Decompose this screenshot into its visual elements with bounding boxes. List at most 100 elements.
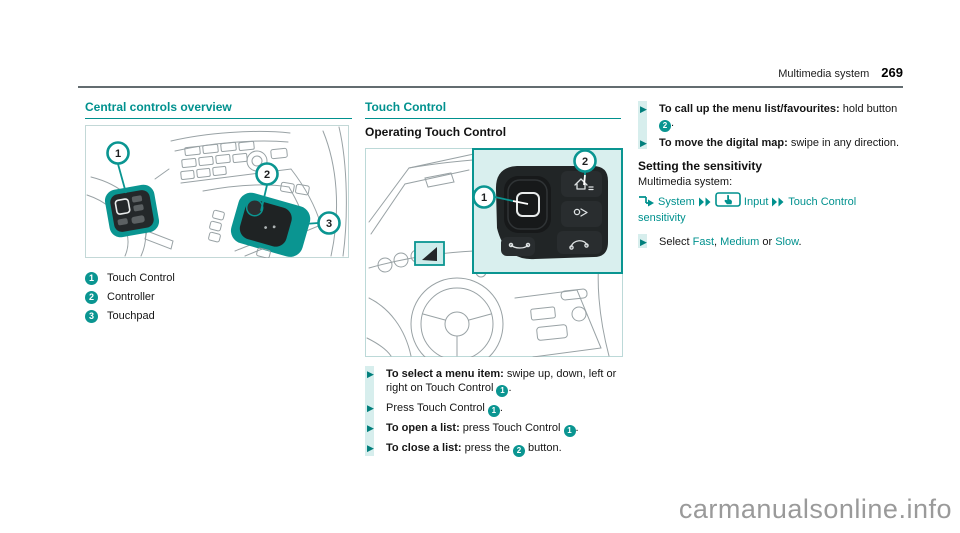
- text-run: swipe in any direction.: [787, 137, 900, 149]
- central-controls-figure: 1 2 3: [85, 125, 349, 258]
- figure-callouts: 1 2: [472, 149, 597, 209]
- touch-control-inset: [472, 148, 623, 274]
- heading-touch-control: Touch Control: [365, 100, 621, 119]
- text-run: To select a menu item:: [386, 368, 504, 380]
- ref-circle: 1: [496, 385, 509, 397]
- callout-number-1: 1: [481, 192, 487, 204]
- text-run: System: [655, 196, 698, 208]
- ref-circle: 2: [512, 445, 525, 457]
- bullet-arrow-icon: ▶: [367, 369, 374, 379]
- bullet-arrow-icon: ▶: [367, 443, 374, 453]
- text-run: Fast: [692, 236, 715, 248]
- header-rule: [78, 86, 903, 88]
- bullet-text: To move the digital map: swipe in any di…: [659, 137, 899, 149]
- list-item: ▶ To select a menu item: swipe up, down, …: [365, 367, 621, 397]
- column-left: Central controls overview: [85, 100, 352, 328]
- text-run: Select: [659, 236, 693, 248]
- text-run: press the: [461, 442, 513, 454]
- touch-control-figure: 1 2: [365, 148, 623, 357]
- console-buttons-sketch: [208, 181, 310, 258]
- callout-number-2: 2: [264, 169, 270, 181]
- text-run: To open a list:: [386, 422, 460, 434]
- ref-circle: 2: [659, 120, 671, 132]
- text-run: .: [671, 117, 675, 129]
- text-run: hold button: [839, 103, 898, 115]
- heading-central-controls: Central controls overview: [85, 100, 352, 119]
- text-run: To call up the menu list/favourites:: [659, 103, 840, 115]
- bullet-arrow-icon: ▶: [640, 138, 647, 148]
- list-item: ▶ To call up the menu list/favourites: ho…: [638, 102, 905, 132]
- menu-path-arrow-icon: [638, 195, 655, 207]
- text-run: .: [499, 402, 503, 414]
- text-run: or: [759, 236, 776, 248]
- callout-number-1: 1: [115, 148, 121, 160]
- text-run: Slow: [775, 236, 799, 248]
- text-run: To close a list:: [386, 442, 462, 454]
- ref-circle: 2: [85, 290, 98, 304]
- page-number: 269: [881, 65, 903, 80]
- legend-label: Controller: [107, 291, 155, 303]
- ref-circle: 3: [85, 309, 98, 323]
- callout-circle-1: [472, 185, 496, 209]
- callout-circle-2: [255, 162, 279, 186]
- ref-circle: 1: [563, 425, 576, 437]
- system-intro: Multimedia system:: [638, 176, 733, 188]
- callout-number-3: 3: [326, 218, 332, 230]
- bullet-text: Press Touch Control 1.: [386, 402, 503, 417]
- text-run: ,: [714, 236, 721, 248]
- text-run: .: [798, 236, 802, 248]
- callout-circle-3: [317, 211, 341, 235]
- list-item: ▶Press Touch Control 1.: [365, 401, 621, 417]
- instruction-list: ▶ To call up the menu list/favourites: ho…: [638, 101, 905, 150]
- text-run: Input: [740, 196, 772, 208]
- figure-callouts: 1 2 3: [106, 141, 341, 235]
- double-chevron-icon: [771, 197, 785, 207]
- instruction-list: ▶ To select a menu item: swipe up, down, …: [365, 366, 621, 457]
- legend-item: 3 Touchpad: [85, 309, 352, 323]
- phone-end-icon: [508, 242, 531, 249]
- list-item: ▶ To move the digital map: swipe in any d…: [638, 136, 905, 150]
- text-run: button.: [524, 442, 562, 454]
- text-run: Press Touch Control: [386, 402, 488, 414]
- column-right: ▶ To call up the menu list/favourites: ho…: [638, 100, 905, 249]
- watermark-text: carmanualsonline.info: [678, 494, 952, 524]
- bullet-text: To call up the menu list/favourites: hol…: [659, 103, 898, 132]
- instruction-list: ▶ Select Fast, Medium or Slow.: [638, 234, 905, 249]
- text-run: Medium: [720, 236, 760, 248]
- ref-circle: 1: [487, 405, 500, 417]
- legend-label: Touchpad: [107, 310, 155, 322]
- bullet-arrow-icon: ▶: [640, 237, 647, 247]
- legend-item: 2 Controller: [85, 290, 352, 304]
- ref-circle: 1: [85, 271, 98, 285]
- touch-input-icon: [715, 192, 741, 207]
- bullet-text: To select a menu item: swipe up, down, l…: [386, 368, 617, 397]
- phone-accept-icon: [569, 240, 589, 250]
- callout-number-2: 2: [582, 156, 588, 168]
- callout-leaders: [117, 163, 319, 226]
- subheading-setting-sensitivity: Setting the sensitivity: [638, 159, 763, 173]
- callout-circle-1: [106, 141, 130, 165]
- list-item: ▶ To open a list: press Touch Control 1.: [365, 421, 621, 437]
- subheading-operating-touch-control: Operating Touch Control: [365, 125, 507, 139]
- text-run: .: [575, 422, 579, 434]
- column-middle: Touch Control Operating Touch Control: [365, 100, 623, 457]
- bullet-arrow-icon: ▶: [640, 104, 647, 114]
- text-run: Touch Control sensitivity: [638, 196, 857, 224]
- text-run: .: [508, 382, 512, 394]
- bullet-text: To open a list: press Touch Control 1.: [386, 422, 579, 437]
- bullet-text: Select Fast, Medium or Slow.: [659, 236, 802, 248]
- section-title: Multimedia system: [778, 68, 870, 80]
- bullet-arrow-icon: ▶: [367, 423, 374, 433]
- text-run: swipe up, down, left or right on Touch C…: [386, 368, 617, 394]
- wheel-touch-control-marker: [414, 241, 445, 266]
- callout-circle-2: [573, 149, 597, 173]
- voice-control-icon: [573, 208, 588, 217]
- page-header: Multimedia system 269: [778, 65, 903, 80]
- double-chevron-icon: [698, 197, 712, 207]
- touchpad-surface: [516, 192, 540, 217]
- bullet-text: To close a list: press the 2 button.: [386, 442, 562, 457]
- text-run: press Touch Control: [459, 422, 564, 434]
